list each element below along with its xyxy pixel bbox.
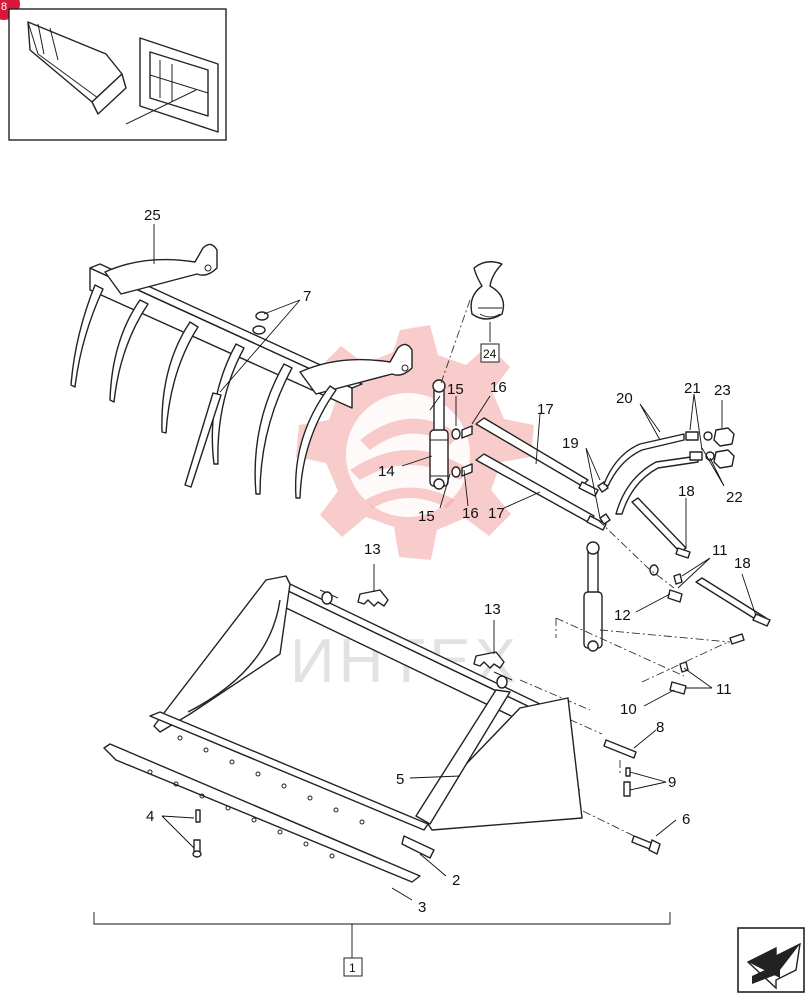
bolt-6 [631, 835, 661, 855]
label-5: 5 [396, 771, 404, 788]
label-20: 20 [616, 390, 633, 407]
bucket-bolt-holes [147, 735, 365, 859]
label-18-top: 18 [678, 483, 695, 500]
label-box-1 [343, 957, 363, 977]
inset-frame [125, 37, 219, 133]
label-13-mid: 13 [484, 601, 501, 618]
label-1: 1 [349, 961, 356, 975]
couplers-21-23 [685, 427, 735, 469]
inset-thumbnail [8, 8, 227, 141]
fittings-15-16-left [451, 425, 473, 478]
cylinder-12 [583, 541, 603, 652]
label-6: 6 [682, 811, 690, 828]
label-9: 9 [668, 774, 676, 791]
next-page-button[interactable] [737, 927, 805, 993]
label-8: 8 [656, 719, 664, 736]
label-7: 7 [303, 288, 311, 305]
label-19: 19 [562, 435, 579, 452]
grapple-rake [70, 243, 413, 499]
bolts-4 [192, 809, 202, 858]
label-14: 14 [378, 463, 395, 480]
label-13-top: 13 [364, 541, 381, 558]
callout-labels: 25 7 15 16 17 20 21 23 19 14 22 15 16 17… [144, 207, 751, 977]
decal-24 [470, 261, 505, 363]
assembly-guides [439, 299, 731, 837]
cylinder-14 [429, 379, 449, 490]
label-box-24 [480, 343, 500, 363]
pin-7 [184, 311, 269, 488]
label-17-top: 17 [537, 401, 554, 418]
label-21: 21 [684, 380, 701, 397]
label-15-top: 15 [447, 381, 464, 398]
label-4: 4 [146, 808, 154, 825]
label-10: 10 [620, 701, 637, 718]
bucket-main [103, 575, 583, 883]
fittings-11 [649, 564, 689, 695]
leader-lines [93, 224, 757, 958]
label-2: 2 [452, 872, 460, 889]
label-16-top: 16 [490, 379, 507, 396]
label-11-top: 11 [712, 542, 728, 559]
badge-text: 8 [1, 1, 7, 13]
label-24: 24 [483, 347, 497, 361]
label-3: 3 [418, 899, 426, 916]
hose-17 [475, 417, 607, 531]
hose-20 [603, 433, 699, 515]
clamps-13 [357, 589, 505, 669]
label-16-bottom: 16 [462, 505, 479, 522]
label-17-bottom: 17 [488, 505, 505, 522]
pin-8 [603, 739, 637, 759]
label-18-right: 18 [734, 555, 751, 572]
hose-18-lower [695, 577, 771, 645]
arrow-next-icon [746, 942, 801, 990]
label-11-bottom: 11 [716, 681, 732, 698]
label-25: 25 [144, 207, 161, 224]
label-15-bottom: 15 [418, 508, 435, 525]
bolts-9 [623, 767, 631, 797]
label-22: 22 [726, 489, 743, 506]
label-12: 12 [614, 607, 631, 624]
inset-bucket [27, 21, 127, 115]
label-23: 23 [714, 382, 731, 399]
hose-18-upper [631, 497, 691, 559]
